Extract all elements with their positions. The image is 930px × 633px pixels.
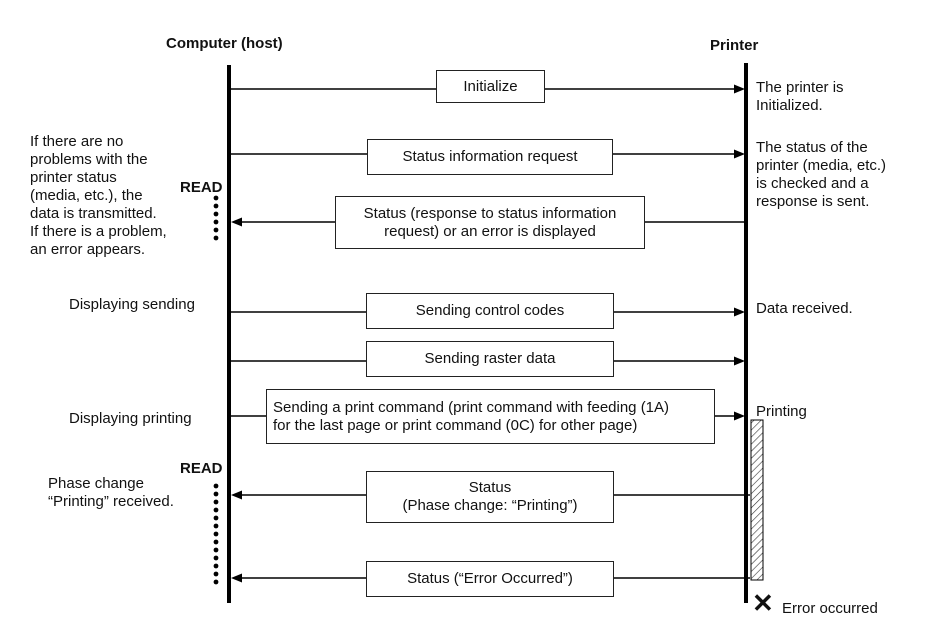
read-dots-2 xyxy=(213,483,219,585)
host-note-displaying-printing: Displaying printing xyxy=(69,410,192,427)
message-status-response: Status (response to status information r… xyxy=(335,196,645,249)
message-print-command: Sending a print command (print command w… xyxy=(266,389,715,444)
message-initialize: Initialize xyxy=(436,70,545,103)
host-header: Computer (host) xyxy=(166,35,283,52)
message-status-error: Status (“Error Occurred”) xyxy=(366,561,614,597)
read-dots-1 xyxy=(213,195,219,241)
message-control-codes: Sending control codes xyxy=(366,293,614,329)
printer-note-initialized: The printer is Initialized. xyxy=(756,79,844,114)
read-label-1: READ xyxy=(180,179,223,196)
printing-activation-bar xyxy=(750,419,764,581)
printer-note-printing: Printing xyxy=(756,403,807,420)
message-status-request: Status information request xyxy=(367,139,613,175)
close-x-icon: ✕ xyxy=(752,588,774,618)
printer-note-data-received: Data received. xyxy=(756,300,853,317)
printer-header: Printer xyxy=(710,37,759,54)
printer-note-error-occurred: Error occurred xyxy=(782,600,878,617)
host-note-phase-change: Phase change “Printing” received. xyxy=(48,475,174,510)
host-note-displaying-sending: Displaying sending xyxy=(69,296,195,313)
host-note-no-problems: If there are no problems with the printe… xyxy=(30,133,167,258)
message-status-printing: Status (Phase change: “Printing”) xyxy=(366,471,614,523)
read-label-2: READ xyxy=(180,460,223,477)
printer-note-status-checked: The status of the printer (media, etc.) … xyxy=(756,139,887,210)
message-raster-data: Sending raster data xyxy=(366,341,614,377)
